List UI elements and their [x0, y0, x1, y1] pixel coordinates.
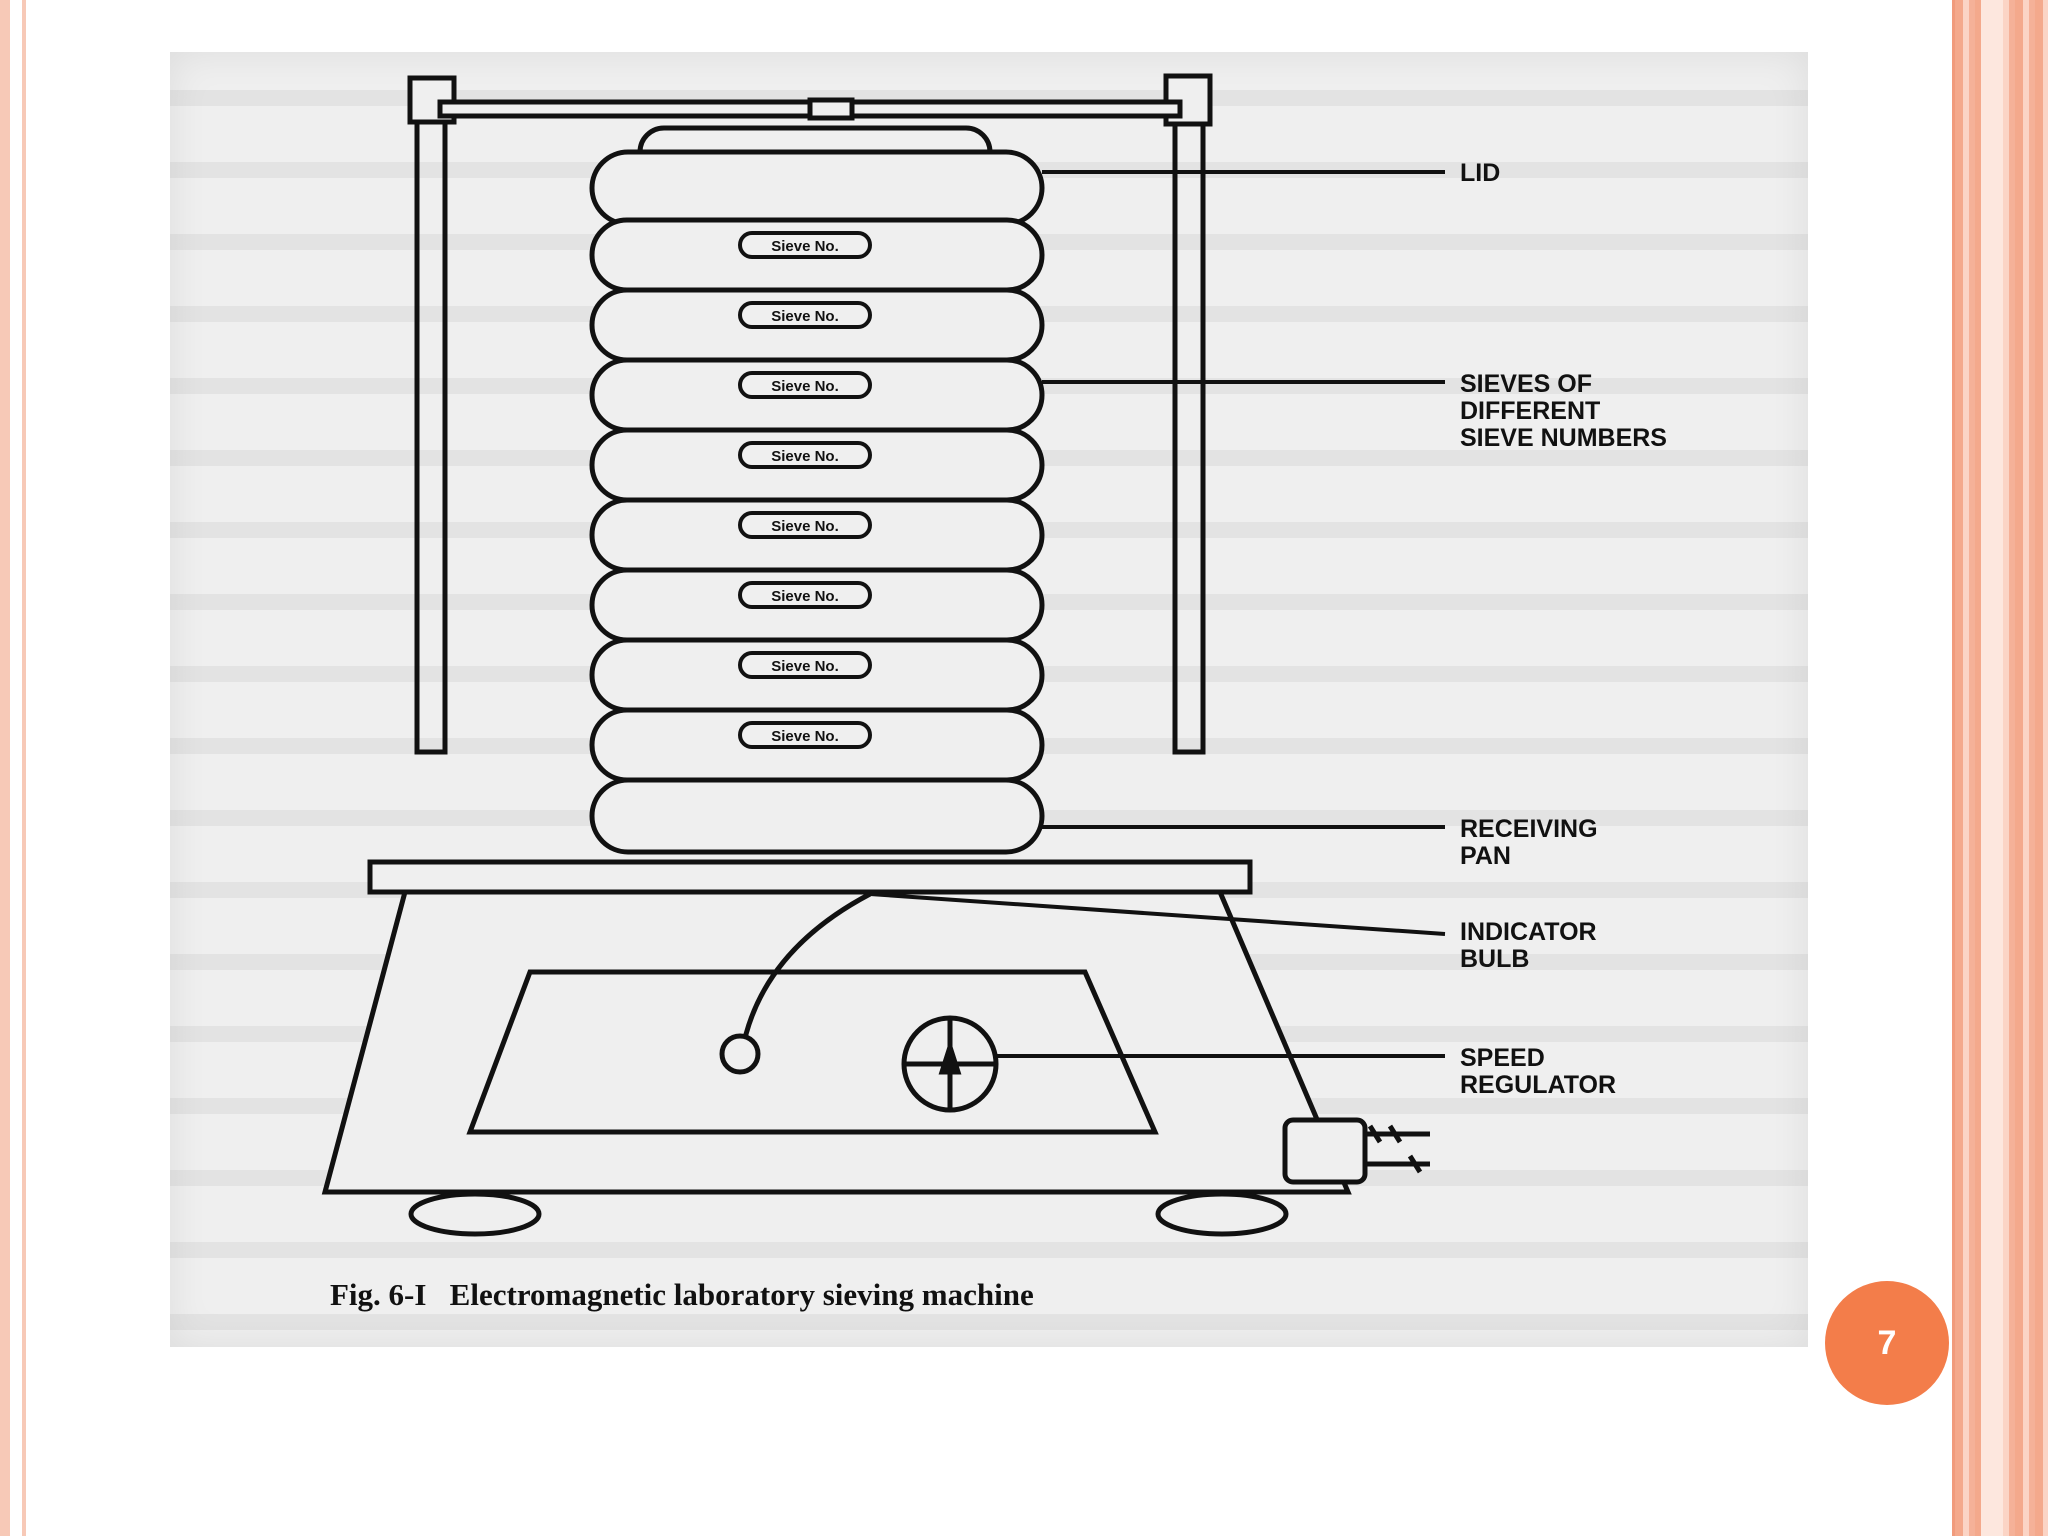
sieve-tag-label: Sieve No.	[771, 378, 839, 395]
sieve-tags: Sieve No. Sieve No. Sieve No. Sieve No. …	[738, 231, 872, 749]
dial-pointer	[938, 1038, 962, 1075]
indicator-bulb	[719, 1033, 761, 1075]
right-foot	[1155, 1191, 1289, 1237]
sieve-tag: Sieve No.	[738, 441, 872, 469]
left-foot	[408, 1191, 542, 1237]
sieve-stack	[589, 125, 1045, 855]
label-bulb-line1: INDICATOR	[1460, 918, 1597, 946]
sieve-tag: Sieve No.	[738, 581, 872, 609]
sieve-tag-label: Sieve No.	[771, 448, 839, 465]
label-sieves-line2: DIFFERENT	[1460, 397, 1600, 425]
right-post	[1172, 89, 1206, 755]
sieve-tag: Sieve No.	[738, 301, 872, 329]
sieving-machine-diagram: Sieve No. Sieve No. Sieve No. Sieve No. …	[321, 73, 1667, 1312]
frame-structure	[407, 73, 1213, 755]
bulb-wire	[739, 891, 872, 1053]
left-post	[414, 89, 448, 755]
label-bulb-line2: BULB	[1460, 945, 1529, 973]
sieve-tag: Sieve No.	[738, 721, 872, 749]
sieve-tag-label: Sieve No.	[771, 308, 839, 325]
leader-bulb	[869, 892, 1446, 936]
label-speed-line1: SPEED	[1460, 1044, 1545, 1072]
speed-regulator-dial	[901, 1015, 999, 1113]
sieve-tag: Sieve No.	[738, 511, 872, 539]
label-sieves-line3: SIEVE NUMBERS	[1460, 424, 1667, 452]
sieve-tag-label: Sieve No.	[771, 658, 839, 675]
figure-caption: Fig. 6-I Electromagnetic laboratory siev…	[330, 1277, 1034, 1312]
slide-left-border	[0, 0, 26, 1536]
page-number-text: 7	[1877, 1323, 1897, 1362]
base-top-plate	[367, 859, 1253, 895]
sieve-tag-label: Sieve No.	[771, 588, 839, 605]
label-speed-line2: REGULATOR	[1460, 1071, 1616, 1099]
lid	[589, 149, 1045, 227]
callout-labels: LID SIEVES OF DIFFERENT SIEVE NUMBERS RE…	[1460, 159, 1667, 1099]
sieve-tag-label: Sieve No.	[771, 518, 839, 535]
sieve-tag: Sieve No.	[738, 231, 872, 259]
sieve-tag-label: Sieve No.	[771, 238, 839, 255]
label-pan-line1: RECEIVING	[1460, 815, 1598, 843]
leader-lines	[869, 170, 1446, 1058]
page-number-badge: 7	[1825, 1281, 1949, 1405]
power-plug	[1282, 1117, 1430, 1185]
sieve-tag: Sieve No.	[738, 651, 872, 679]
figure-image: Sieve No. Sieve No. Sieve No. Sieve No. …	[170, 52, 1808, 1347]
sieve-tag-label: Sieve No.	[771, 728, 839, 745]
label-sieves-line1: SIEVES OF	[1460, 370, 1592, 398]
label-lid: LID	[1460, 159, 1500, 187]
label-pan-line2: PAN	[1460, 842, 1511, 870]
indicator-bulb-assembly	[719, 891, 872, 1075]
top-clamp	[807, 97, 855, 121]
receiving-pan	[589, 777, 1045, 855]
sieve-tag: Sieve No.	[738, 371, 872, 399]
control-panel	[466, 969, 1159, 1135]
plug-body	[1282, 1117, 1368, 1185]
slide-right-border	[1952, 0, 2048, 1536]
feet	[408, 1191, 1289, 1237]
